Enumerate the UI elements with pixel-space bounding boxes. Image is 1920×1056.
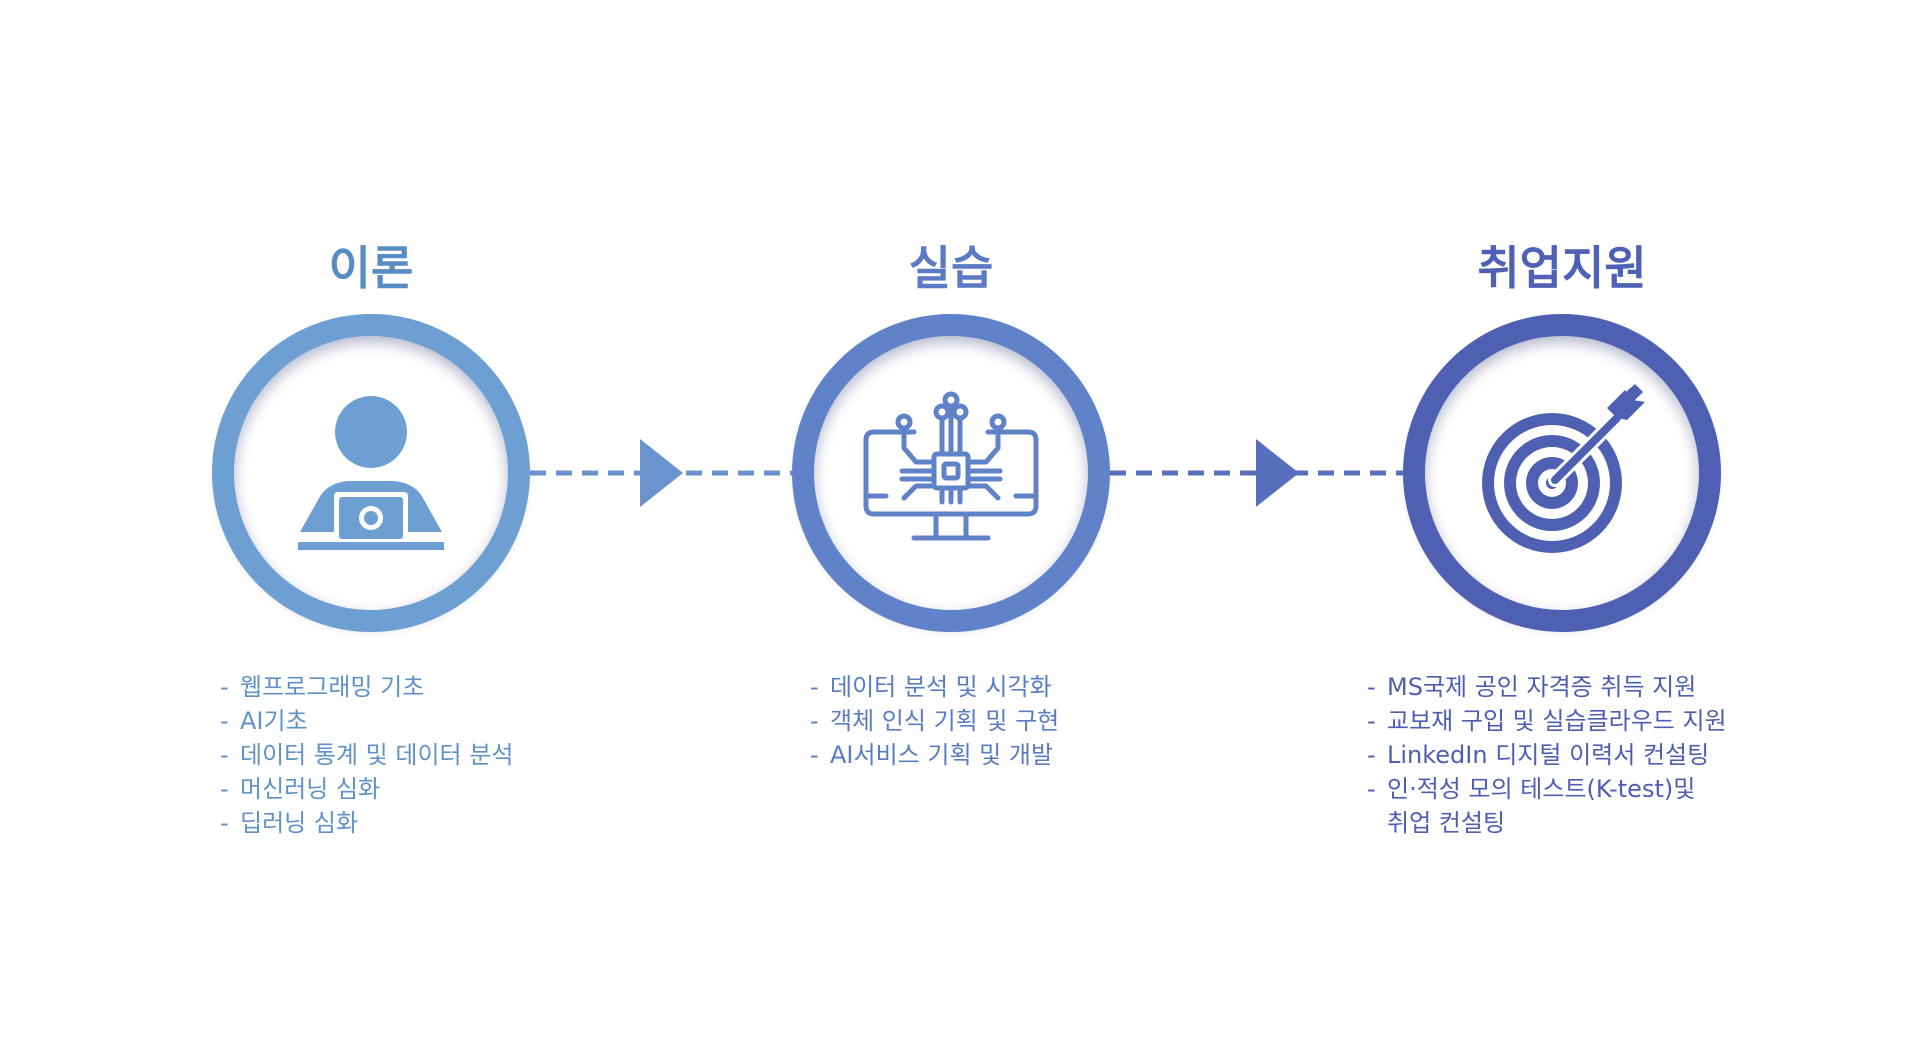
monitor-chip-icon — [863, 391, 1039, 541]
step-title-practice: 실습 — [908, 241, 994, 295]
person-laptop-icon — [298, 396, 444, 550]
step-title-career-support: 취업지원 — [1477, 241, 1647, 295]
list-item: -머신러닝 심화 — [220, 775, 381, 803]
arrow-right-icon — [1256, 439, 1299, 507]
list-item: -MS국제 공인 자격증 취득 지원 — [1367, 673, 1697, 701]
step-circle-career-support — [1403, 314, 1721, 632]
list-item: -데이터 통계 및 데이터 분석 — [220, 741, 514, 769]
list-item: -AI서비스 기획 및 개발 — [810, 741, 1054, 769]
step-items-career-support: -MS국제 공인 자격증 취득 지원 -교보재 구입 및 실습클라우드 지원 -… — [1367, 670, 1727, 840]
list-item: -데이터 분석 및 시각화 — [810, 673, 1052, 701]
arrow-right-icon — [640, 439, 683, 507]
list-item: -교보재 구입 및 실습클라우드 지원 — [1367, 707, 1727, 735]
step-title-theory: 이론 — [328, 241, 414, 295]
step-items-theory: -웹프로그래밍 기초 -AI기초 -데이터 통계 및 데이터 분석 -머신러닝 … — [220, 670, 513, 840]
list-item: -객체 인식 기획 및 구현 — [810, 707, 1060, 735]
step-circle-practice — [792, 314, 1110, 632]
target-arrow-icon — [1482, 384, 1645, 553]
list-item: -인·적성 모의 테스트(K-test)및 취업 컨설팅 — [1367, 775, 1696, 837]
step-items-practice: -데이터 분석 및 시각화 -객체 인식 기획 및 구현 -AI서비스 기획 및… — [810, 670, 1059, 772]
list-item: -웹프로그래밍 기초 — [220, 673, 425, 701]
list-item: -LinkedIn 디지털 이력서 컨설팅 — [1367, 741, 1710, 769]
step-circle-theory — [212, 314, 530, 632]
list-item: -딥러닝 심화 — [220, 809, 359, 837]
list-item: -AI기초 — [220, 707, 308, 735]
